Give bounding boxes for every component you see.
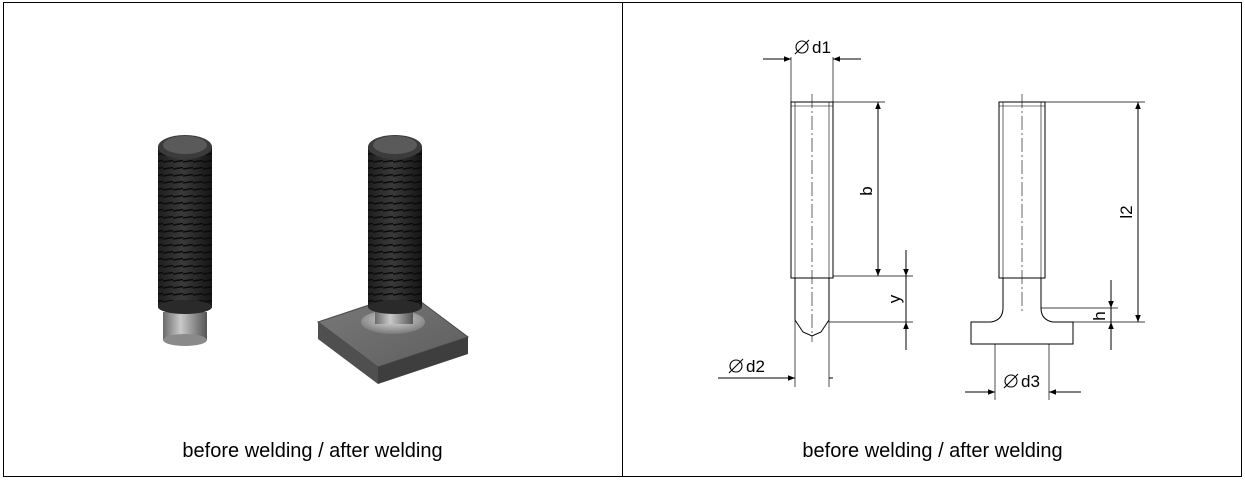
stud-before-welding [158,135,212,346]
label-b: b [857,186,876,195]
right-caption: before welding / after welding [802,440,1063,462]
diameter-symbol-d3 [1004,374,1018,388]
diameter-symbol-d2 [729,359,743,373]
stud-render-illustration [158,135,470,384]
label-h: h [1090,311,1109,320]
stud-after-welding [316,135,470,384]
label-d1: d1 [812,38,831,57]
label-l2: l2 [1117,205,1136,218]
label-y: y [885,294,904,303]
label-d2: d2 [746,357,765,376]
label-d3: d3 [1021,372,1040,391]
panel-divider [622,2,623,477]
left-caption: before welding / after welding [182,440,443,462]
diameter-symbol-d1 [795,40,809,54]
stud-technical-drawing: d1 d2 d3 b y l2 h [718,38,1145,400]
